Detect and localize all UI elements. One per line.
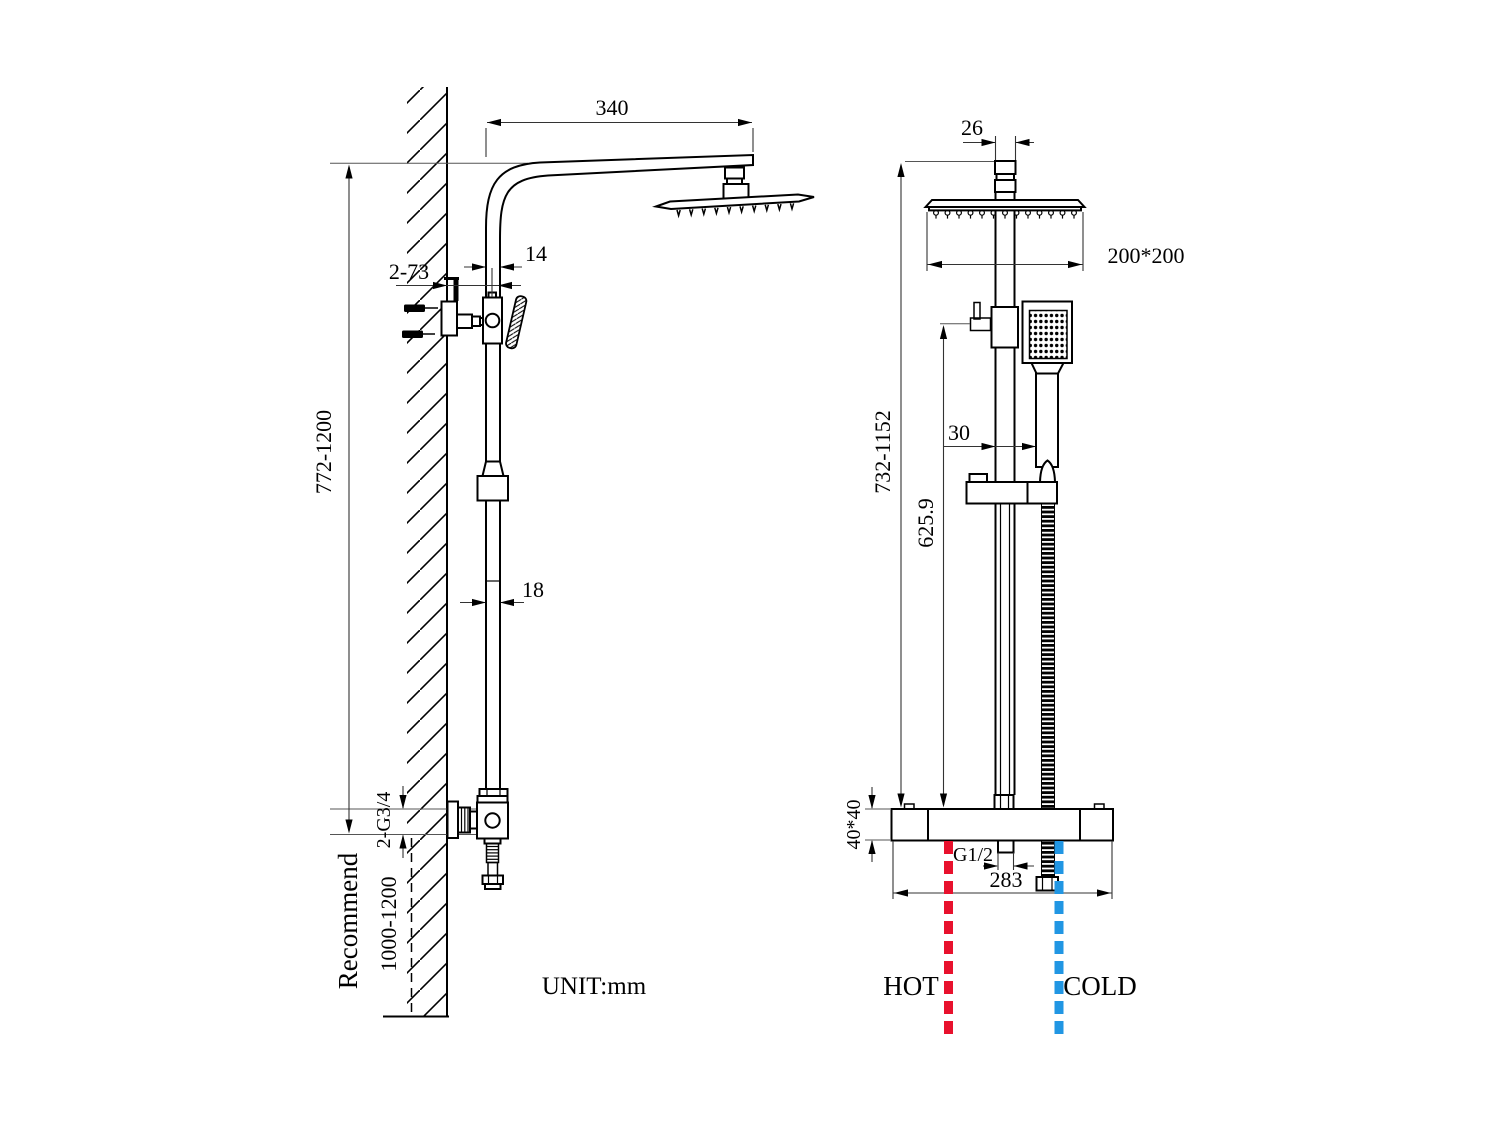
dim-arm-length: 340 <box>485 95 754 157</box>
recommend-label: Recommend <box>333 852 363 989</box>
dim-head-size-label: 200*200 <box>1108 243 1185 268</box>
dim-handset-height-label: 625.9 <box>913 498 938 548</box>
dim-connector-width: 26 <box>961 115 1034 160</box>
dim-riser-height-side: 772-1200 <box>311 164 353 834</box>
head-plate-front <box>923 199 1087 208</box>
dim-wall-clearance: 2-73 <box>389 259 521 297</box>
hose-nut <box>1035 876 1059 892</box>
unit-note: UNIT:mm <box>542 973 647 1000</box>
dim-valve-width: 283 <box>892 841 1113 899</box>
dim-riser-height-front-label: 732-1152 <box>870 410 895 494</box>
wall-plate <box>440 300 458 337</box>
dim-head-size: 200*200 <box>926 212 1185 271</box>
dim-inlet-thread: 2-G3/4 <box>373 786 407 858</box>
mixer-valve-front <box>890 803 1114 854</box>
dim-arm-length-label: 340 <box>596 95 629 120</box>
dim-pipe-width-mid: 18 <box>460 577 544 607</box>
dim-recommend-height-label: 1000-1200 <box>376 876 401 971</box>
mixer-valve-side <box>446 788 509 890</box>
dim-valve-width-label: 283 <box>990 867 1023 892</box>
cold-label: COLD <box>1063 971 1137 1001</box>
wall-bracket <box>402 277 488 338</box>
diverter-side <box>482 291 528 350</box>
diverter-front <box>969 301 1019 349</box>
dim-pipe-width-top-label: 14 <box>525 241 547 266</box>
dim-wall-clearance-label: 2-73 <box>389 259 429 284</box>
top-connector-front <box>994 160 1017 193</box>
overhead-shower-front <box>923 199 1087 219</box>
dim-valve-section-label: 40*40 <box>843 800 865 850</box>
dim-outlet-thread: G1/2 <box>953 844 1034 870</box>
hand-shower-face <box>1028 309 1068 360</box>
hose-cone <box>1038 459 1057 483</box>
side-view: 340 772-1200 14 2-73 18 2-G3/4 <box>311 87 815 1018</box>
dim-pipe-width-top: 14 <box>464 241 547 271</box>
dim-connector-width-label: 26 <box>961 115 983 140</box>
dim-inlet-thread-label: 2-G3/4 <box>373 792 395 849</box>
dim-pipe-width-mid-label: 18 <box>522 577 544 602</box>
dim-riser-height-front: 732-1152 <box>870 163 905 808</box>
front-view: 26 200*200 30 732-1152 625.9 <box>843 115 1185 1038</box>
screw-bottom <box>402 330 423 338</box>
dim-riser-height-side-label: 772-1200 <box>311 410 336 494</box>
head-plate-side <box>652 193 815 211</box>
wall-hatching <box>407 87 447 1016</box>
head-nozzles-front <box>932 209 1077 219</box>
shower-hose-lower <box>1041 839 1055 878</box>
screw-top <box>404 304 425 312</box>
dim-slide-gap-label: 30 <box>948 420 970 445</box>
dim-valve-section: 40*40 <box>843 787 890 862</box>
shower-arm <box>485 153 754 301</box>
hot-label: HOT <box>883 971 939 1001</box>
shower-hose-upper <box>1041 503 1055 810</box>
slide-holder-front <box>965 473 1058 505</box>
pole-bottom-nut <box>993 794 1015 810</box>
hand-shower-handle <box>1035 372 1059 468</box>
hand-shower <box>1021 300 1073 483</box>
dim-slide-gap: 30 <box>944 420 1036 451</box>
slide-holder-side <box>476 460 509 502</box>
overhead-shower-side <box>652 166 815 219</box>
outlet-stub <box>997 839 1015 854</box>
head-nozzles-side <box>676 203 795 219</box>
diverter-lever-side <box>505 295 528 350</box>
dim-handset-height: 625.9 <box>913 323 970 808</box>
dim-outlet-thread-label: G1/2 <box>953 844 993 866</box>
